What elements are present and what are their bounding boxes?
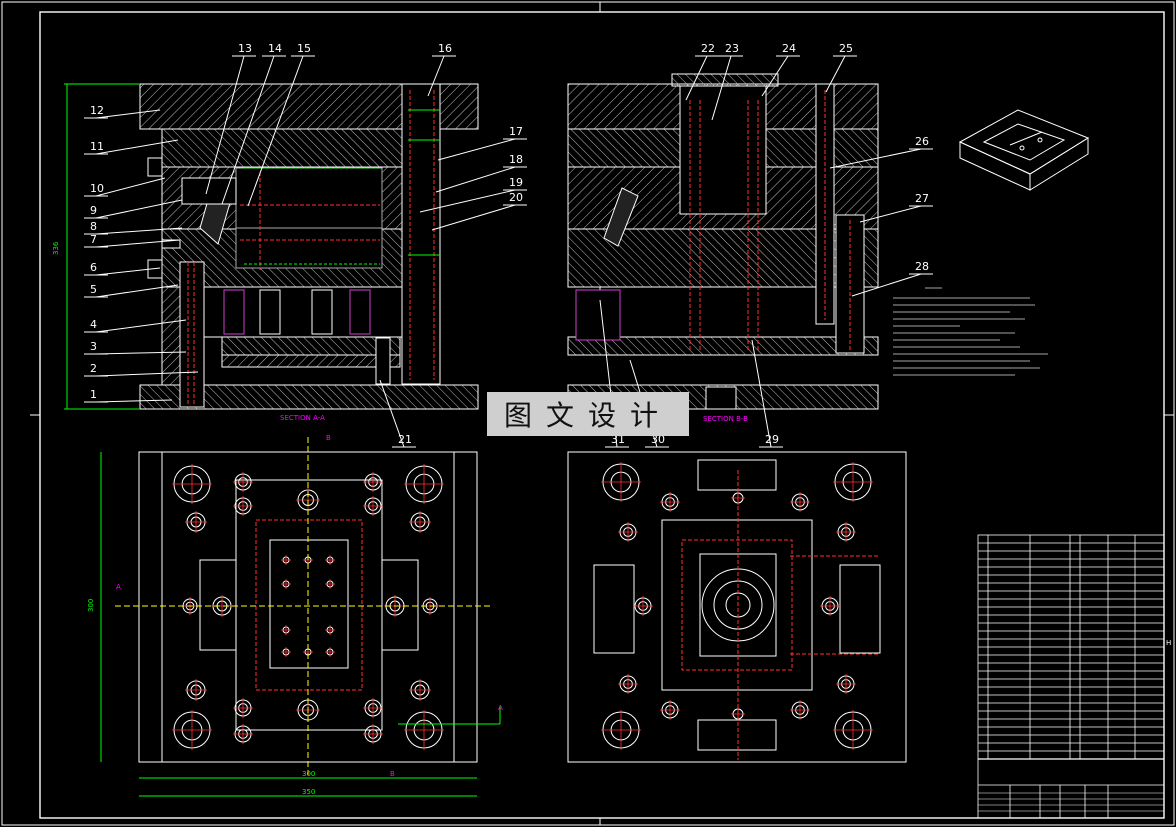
- isometric-part-view: [958, 109, 1090, 191]
- technical-notes-block: [893, 287, 1048, 376]
- section-bb-balloons: 22 23 24 25 26 27 28 31 30 29: [599, 42, 933, 448]
- dim-plan-outer-width: 350: [302, 788, 315, 796]
- balloon-28: 28: [915, 260, 929, 273]
- balloon-1: 1: [90, 388, 97, 401]
- balloon-17: 17: [509, 125, 523, 138]
- balloon-29: 29: [765, 433, 779, 446]
- balloon-6: 6: [90, 261, 97, 274]
- balloon-25: 25: [839, 42, 853, 55]
- watermark-text: 图文设计: [503, 399, 672, 432]
- cut-letter-a-left: A: [116, 583, 121, 591]
- dim-plan-inner-width: 300: [302, 770, 315, 778]
- balloon-9: 9: [90, 204, 97, 217]
- balloon-20: 20: [509, 191, 523, 204]
- balloon-15: 15: [297, 42, 311, 55]
- cut-letter-b-top: B: [326, 434, 331, 442]
- plan-right-cooling-lines: [737, 470, 880, 760]
- plan-left-green-dim: [100, 452, 501, 797]
- balloon-4: 4: [90, 318, 97, 331]
- balloon-14: 14: [268, 42, 282, 55]
- balloon-23: 23: [725, 42, 739, 55]
- balloon-12: 12: [90, 104, 104, 117]
- dimension-height-336: [64, 83, 140, 410]
- balloon-21: 21: [398, 433, 412, 446]
- balloon-30: 30: [651, 433, 665, 446]
- balloon-27: 27: [915, 192, 929, 205]
- balloon-10: 10: [90, 182, 104, 195]
- dim-plan-height: 300: [87, 599, 95, 612]
- dim-height-text: 336: [52, 241, 60, 255]
- cut-letter-a-right: A: [498, 704, 503, 712]
- plan-view-fixed-half: [567, 451, 907, 763]
- section-aa-red-lines: [187, 90, 435, 405]
- section-aa-label: SECTION A-A: [280, 414, 325, 422]
- balloon-22: 22: [701, 42, 715, 55]
- balloon-19: 19: [509, 176, 523, 189]
- zone-letter-h: H: [1166, 639, 1171, 647]
- balloon-26: 26: [915, 135, 929, 148]
- balloon-16: 16: [438, 42, 452, 55]
- balloon-18: 18: [509, 153, 523, 166]
- plan-right-holes: [601, 462, 873, 750]
- balloon-11: 11: [90, 140, 104, 153]
- balloon-13: 13: [238, 42, 252, 55]
- plan-left-cut-line: [115, 437, 490, 775]
- balloon-8: 8: [90, 220, 97, 233]
- section-bb-view: [567, 73, 879, 410]
- balloon-3: 3: [90, 340, 97, 353]
- section-aa-view: [139, 83, 479, 410]
- section-aa-green-cooling: [244, 109, 440, 265]
- balloon-31: 31: [611, 433, 625, 446]
- balloon-2: 2: [90, 362, 97, 375]
- cut-letter-b-bottom: B: [390, 770, 395, 778]
- section-bb-red-lines: [689, 90, 851, 350]
- balloon-24: 24: [782, 42, 796, 55]
- bill-of-materials-table: [977, 534, 1165, 819]
- watermark-stamp: 图文设计: [487, 392, 689, 436]
- balloon-7: 7: [90, 233, 97, 246]
- balloon-5: 5: [90, 283, 97, 296]
- section-bb-label: SECTION B-B: [703, 415, 748, 423]
